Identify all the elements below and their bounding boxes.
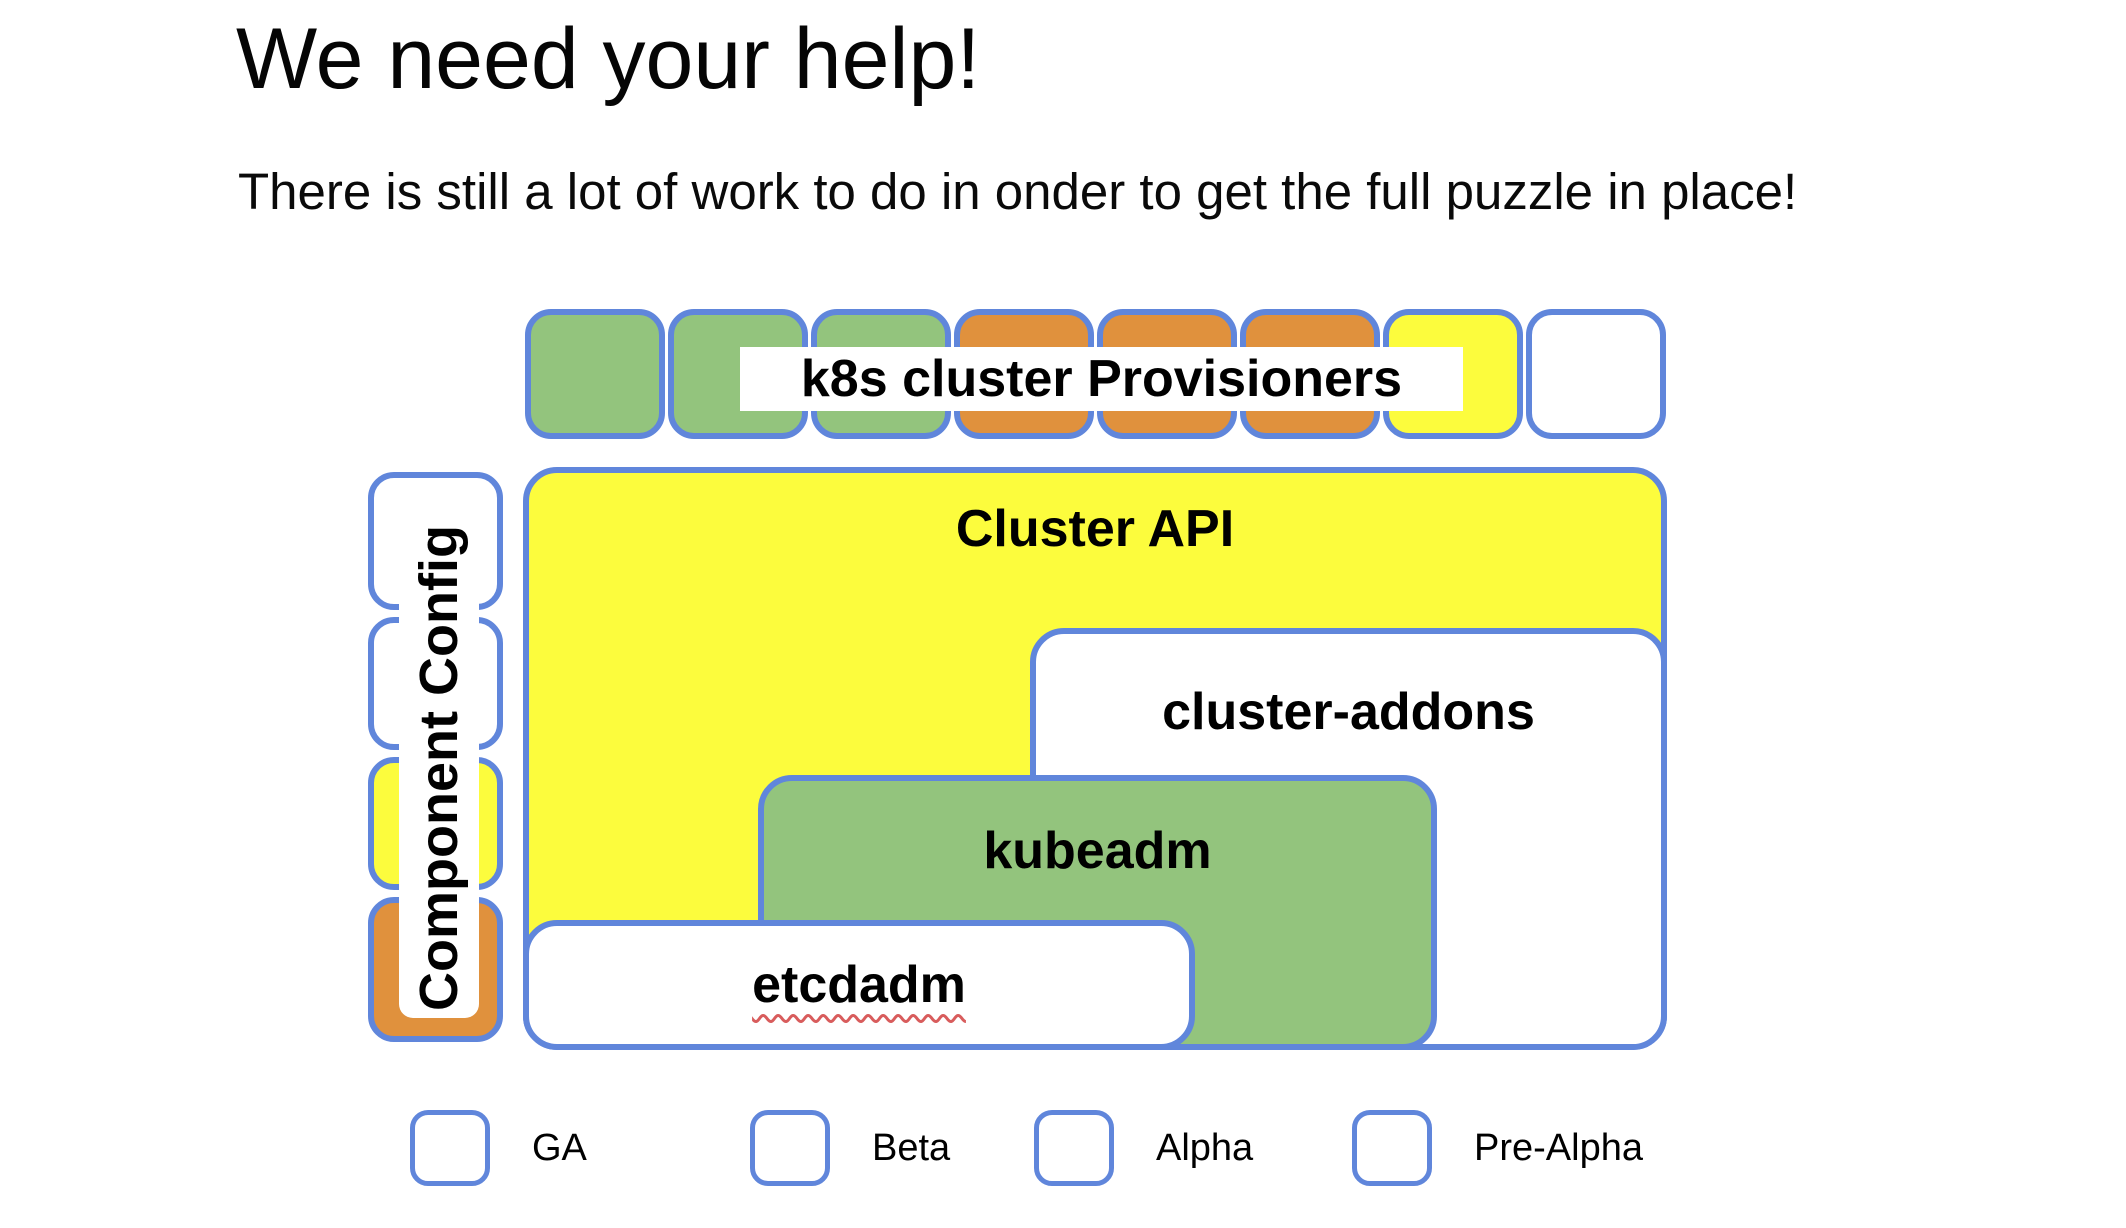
legend-item: GA [410,1110,587,1186]
legend-item: Beta [750,1110,950,1186]
legend-item: Pre-Alpha [1352,1110,1643,1186]
slide-subtitle: There is still a lot of work to do in on… [238,163,1798,220]
status-legend: GA Beta Alpha Pre-Alpha [0,1110,2126,1186]
legend-label: Pre-Alpha [1474,1127,1643,1169]
legend-swatch [750,1110,830,1186]
provisioner-puzzle-piece [525,309,665,439]
legend-label: Alpha [1156,1127,1254,1169]
provisioner-puzzle-piece [1526,309,1666,439]
legend-item: Alpha [1034,1110,1253,1186]
cluster-addons-label: cluster-addons [1162,683,1535,741]
legend-swatch [1034,1110,1114,1186]
legend-label: Beta [872,1127,951,1169]
kubeadm-label: kubeadm [983,822,1212,880]
slide-title: We need your help! [236,11,981,107]
etcdadm-label: etcdadm [752,956,966,1014]
legend-swatch [410,1110,490,1186]
cluster-api-label: Cluster API [955,500,1235,558]
provisioners-label: k8s cluster Provisioners [740,347,1463,411]
component-config-label: Component Config [399,518,479,1018]
legend-swatch [1352,1110,1432,1186]
etcdadm-box: etcdadm [523,920,1195,1050]
legend-label: GA [532,1127,587,1169]
component-config-label-text: Component Config [409,525,469,1011]
